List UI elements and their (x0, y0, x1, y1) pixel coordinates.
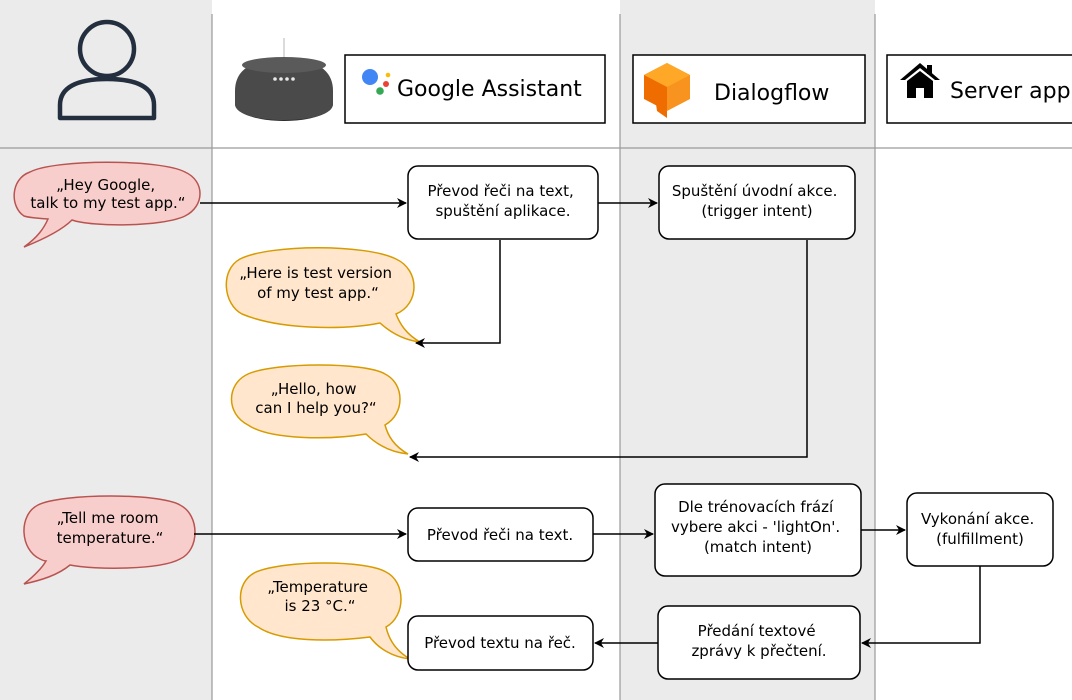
bubble-line: is 23 °C.“ (284, 597, 355, 615)
dialogflow-header: Dialogflow (632, 54, 866, 124)
box-match-intent: Dle trénovacích frází vybere akci - 'lig… (654, 483, 862, 577)
google-home-mini-icon (235, 38, 333, 121)
box-pass-text: Předání textové zprávy k přečtení. (657, 605, 861, 680)
box-line: vybere akci - 'lightOn'. (671, 518, 840, 536)
svg-text:Spuštění úvodní akce. (t: Spuštění úvodní akce. (trigger intent) (672, 182, 842, 220)
box-line: (fulfillment) (936, 530, 1024, 548)
svg-text:„Here is test version of: „Here is test version of my test app.“ (239, 264, 397, 302)
svg-text:Převod textu na řeč.: Převod textu na řeč. (424, 634, 576, 652)
svg-text:„Hello, how can I help y: „Hello, how can I help you?“ (255, 380, 376, 417)
box-line: Vykonání akce. (921, 510, 1034, 528)
box-stt: Převod řeči na text. (407, 507, 594, 562)
google-assistant-logo-icon (362, 69, 391, 95)
google-assistant-title: Google Assistant (397, 77, 582, 102)
svg-text:„Hey Google, talk to my: „Hey Google, talk to my test app.“ (30, 176, 185, 212)
svg-text:Vykonání akce. (fulfillm: Vykonání akce. (fulfillment) (921, 510, 1039, 548)
bubble-line: „Here is test version (239, 264, 392, 282)
bubble-line: „Hey Google, (56, 176, 155, 194)
dialogflow-logo-icon (644, 63, 690, 118)
svg-text:Převod řeči na text, spu: Převod řeči na text, spuštění aplikace. (427, 182, 578, 220)
box-line: Dle trénovacích frází (678, 498, 834, 516)
arrow-welcome-to-hello (409, 240, 808, 462)
home-icon (900, 63, 940, 98)
bubble-line: can I help you?“ (255, 399, 376, 417)
speech-bubble-hey-google: „Hey Google, talk to my test app.“ (13, 161, 201, 248)
speech-bubble-test-version: „Here is test version of my test app.“ (225, 247, 421, 343)
bubble-line: „Tell me room (57, 509, 159, 527)
bubble-line: „Temperature (267, 578, 368, 596)
user-lane-background (0, 0, 212, 700)
svg-text:Dle trénovacích frází vy: Dle trénovacích frází vybere akci - 'lig… (671, 498, 845, 556)
box-line: Spuštění úvodní akce. (672, 182, 838, 200)
box-line: Převod řeči na text. (427, 526, 573, 544)
speech-bubble-room-temperature: „Tell me room temperature.“ (23, 495, 196, 585)
bubble-line: of my test app.“ (257, 284, 379, 302)
box-line: (match intent) (704, 538, 812, 556)
svg-text:„Temperature is 23 °C.“: „Temperature is 23 °C.“ (267, 578, 373, 615)
google-assistant-header: Google Assistant (344, 54, 606, 124)
arrow-fulfillment-to-pass-text (861, 566, 981, 648)
box-tts: Převod textu na řeč. (407, 615, 594, 671)
box-line: Převod textu na řeč. (424, 634, 576, 652)
box-line: Předání textové (698, 622, 816, 640)
bubble-line: talk to my test app.“ (30, 194, 185, 212)
speech-bubble-hello: „Hello, how can I help you?“ (230, 364, 409, 455)
box-line: zprávy k přečtení. (691, 642, 826, 660)
svg-text:„Tell me room temperatur: „Tell me room temperature.“ (57, 509, 164, 547)
speech-bubble-temperature-reply: „Temperature is 23 °C.“ (239, 562, 411, 660)
server-app-title: Server app (950, 79, 1071, 104)
server-app-header: Server app (886, 54, 1072, 124)
box-fulfillment: Vykonání akce. (fulfillment) (906, 492, 1054, 567)
box-stt-launch: Převod řeči na text, spuštění aplikace. (407, 165, 599, 240)
box-line: (trigger intent) (701, 202, 812, 220)
box-line: spuštění aplikace. (435, 202, 570, 220)
box-line: Převod řeči na text, (427, 182, 573, 200)
bubble-line: „Hello, how (271, 380, 357, 398)
svg-text:Předání textové zprávy k: Předání textové zprávy k přečtení. (691, 622, 826, 660)
bubble-line: temperature.“ (57, 529, 164, 547)
arrow-stt-launch-to-test-version (415, 240, 501, 348)
svg-text:Převod řeči na text.: Převod řeči na text. (427, 526, 573, 544)
dialogflow-title: Dialogflow (714, 81, 829, 106)
user-icon (57, 19, 157, 121)
box-welcome-intent: Spuštění úvodní akce. (trigger intent) (658, 165, 856, 240)
